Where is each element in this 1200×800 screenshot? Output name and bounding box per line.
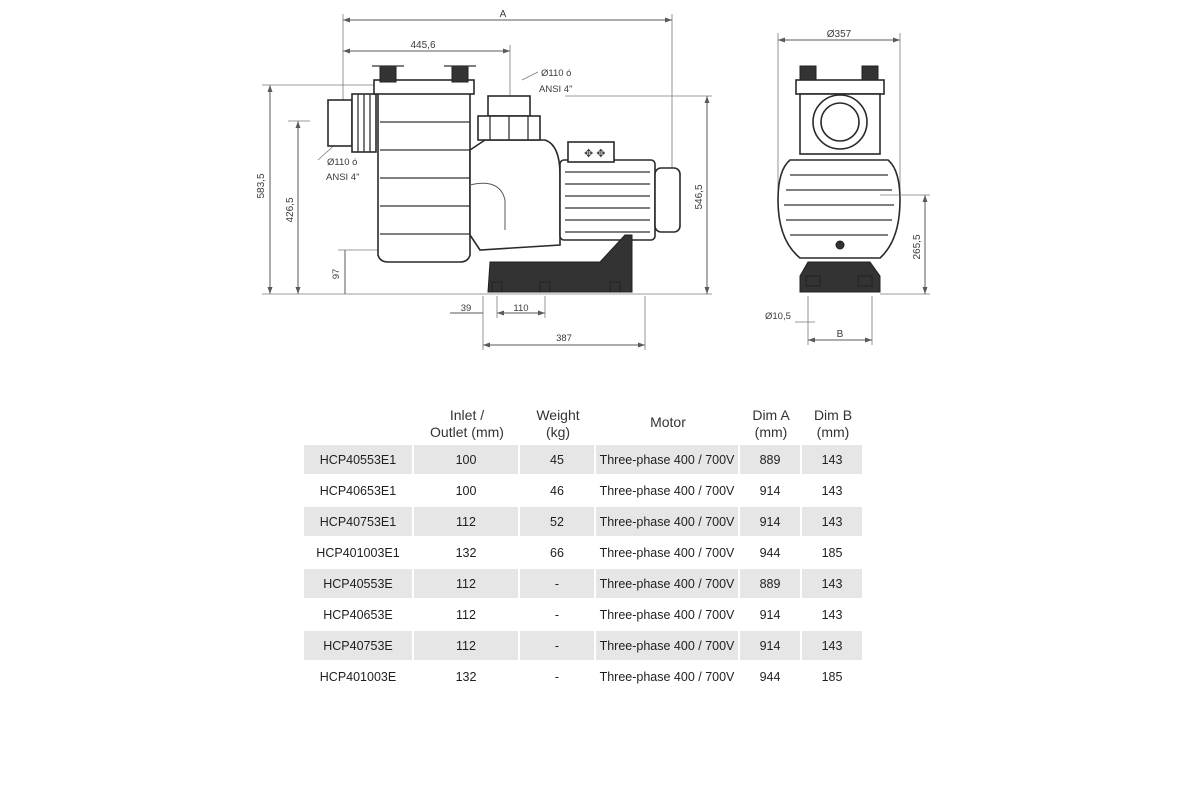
cell-dim-a: 944 [740, 662, 802, 693]
dim-97-label: 97 [331, 269, 342, 280]
cell-dim-a: 914 [740, 600, 802, 631]
header-weight: Weight(kg) [520, 397, 596, 445]
header-dim-b-line1: Dim B [813, 407, 853, 423]
cell-weight: 52 [520, 507, 596, 538]
cell-motor: Three-phase 400 / 700V [596, 631, 740, 662]
header-model [304, 397, 414, 445]
header-inlet: Inlet /Outlet (mm) [414, 397, 520, 445]
inlet-diameter-label: Ø110 ó [327, 157, 357, 168]
pump-technical-drawing: A 445,6 Ø110 ó ANSI 4" 583,5 426,5 97 Ø1… [256, 9, 930, 350]
dim-39-label: 39 [461, 303, 472, 314]
cell-weight: 45 [520, 445, 596, 476]
cell-weight: - [520, 600, 596, 631]
cell-weight: - [520, 569, 596, 600]
outlet-diameter-label: Ø110 ó [541, 68, 571, 79]
dim-583-label: 583,5 [256, 173, 267, 198]
cell-model: HCP40653E1 [304, 476, 414, 507]
dim-265-label: 265,5 [912, 234, 923, 259]
cell-model: HCP40653E [304, 600, 414, 631]
cell-weight: 66 [520, 538, 596, 569]
cell-dim-a: 889 [740, 445, 802, 476]
header-motor-line1: Motor [650, 413, 686, 430]
cell-weight: 46 [520, 476, 596, 507]
header-inlet-line2: Outlet (mm) [430, 424, 504, 440]
dim-110-label: 110 [513, 303, 528, 314]
cell-motor: Three-phase 400 / 700V [596, 476, 740, 507]
cell-motor: Three-phase 400 / 700V [596, 662, 740, 693]
cell-dim-a: 944 [740, 538, 802, 569]
dim-hole-label: Ø10,5 [765, 311, 791, 322]
table-header-row: Inlet /Outlet (mm) Weight(kg) Motor Dim … [304, 397, 864, 445]
cell-motor: Three-phase 400 / 700V [596, 507, 740, 538]
dim-426-label: 426,5 [285, 197, 296, 222]
cell-inlet: 132 [414, 538, 520, 569]
cell-dim-b: 185 [802, 538, 864, 569]
header-dim-a-line2: (mm) [754, 424, 788, 440]
cell-weight: - [520, 631, 596, 662]
cell-dim-b: 143 [802, 569, 864, 600]
cell-dim-b: 143 [802, 476, 864, 507]
cell-inlet: 132 [414, 662, 520, 693]
cell-dim-b: 185 [802, 662, 864, 693]
cell-model: HCP40753E [304, 631, 414, 662]
header-dim-b: Dim B(mm) [802, 397, 864, 445]
svg-text:✥ ✥: ✥ ✥ [584, 148, 606, 160]
pump-front-view: Ø357 265,5 Ø10,5 [765, 29, 930, 345]
cell-model: HCP401003E [304, 662, 414, 693]
cell-dim-b: 143 [802, 631, 864, 662]
cell-inlet: 112 [414, 600, 520, 631]
header-weight-line1: Weight [536, 407, 580, 423]
cell-model: HCP40553E [304, 569, 414, 600]
cell-inlet: 100 [414, 476, 520, 507]
header-motor: Motor [596, 397, 740, 445]
outlet-ansi-label: ANSI 4" [539, 84, 572, 95]
inlet-ansi-label: ANSI 4" [326, 172, 359, 183]
dim-387-label: 387 [556, 333, 572, 344]
dim-445-label: 445,6 [410, 40, 435, 51]
cell-model: HCP401003E1 [304, 538, 414, 569]
cell-inlet: 112 [414, 507, 520, 538]
header-dim-a: Dim A(mm) [740, 397, 802, 445]
cell-dim-a: 914 [740, 476, 802, 507]
cell-inlet: 112 [414, 631, 520, 662]
dim-546-label: 546,5 [694, 184, 705, 209]
cell-motor: Three-phase 400 / 700V [596, 600, 740, 631]
dim-a-label: A [500, 9, 507, 20]
cell-dim-a: 889 [740, 569, 802, 600]
pump-side-view: A 445,6 Ø110 ó ANSI 4" 583,5 426,5 97 Ø1… [256, 9, 712, 350]
header-dim-a-line1: Dim A [752, 407, 790, 423]
cell-weight: - [520, 662, 596, 693]
pump-spec-table: Inlet /Outlet (mm) Weight(kg) Motor Dim … [304, 397, 864, 693]
cell-dim-a: 914 [740, 507, 802, 538]
dim-b-label: B [837, 329, 844, 340]
dim-357-label: Ø357 [827, 29, 852, 40]
cell-model: HCP40753E1 [304, 507, 414, 538]
cell-model: HCP40553E1 [304, 445, 414, 476]
header-weight-line2: (kg) [545, 424, 571, 440]
cell-motor: Three-phase 400 / 700V [596, 445, 740, 476]
cell-motor: Three-phase 400 / 700V [596, 538, 740, 569]
cell-dim-b: 143 [802, 445, 864, 476]
cell-dim-b: 143 [802, 600, 864, 631]
cell-inlet: 100 [414, 445, 520, 476]
cell-inlet: 112 [414, 569, 520, 600]
header-inlet-line1: Inlet / [449, 407, 485, 423]
cell-dim-b: 143 [802, 507, 864, 538]
header-dim-b-line2: (mm) [816, 424, 850, 440]
cell-motor: Three-phase 400 / 700V [596, 569, 740, 600]
cell-dim-a: 914 [740, 631, 802, 662]
